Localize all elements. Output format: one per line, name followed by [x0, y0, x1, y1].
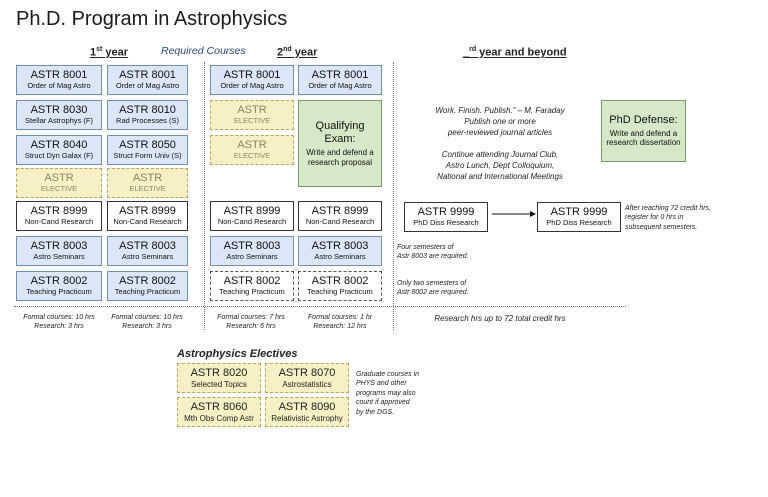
divider-year1-year2	[204, 62, 205, 330]
summary-year3: Research hrs up to 72 total credit hrs	[434, 314, 566, 323]
practicum-requirement-note: Only two semesters of Astr 8002 are requ…	[397, 280, 469, 297]
seminar-requirement-note: Four semesters of Astr 8003 are required…	[397, 244, 469, 261]
divider-year2-year3	[393, 62, 394, 330]
year2-header: 2nd year	[277, 46, 318, 59]
qualifying-exam-box: Qualifying Exam: Write and defend a rese…	[298, 100, 382, 187]
divider-summary	[14, 306, 626, 307]
credit-hours-note: After reaching 72 credit hrs, register f…	[625, 205, 711, 231]
phd-defense-box: PhD Defense: Write and defend a research…	[601, 100, 686, 162]
attendance-note: Continue attending Journal Club, Astro L…	[437, 150, 563, 182]
electives-note: Graduate courses in PHYS and other progr…	[356, 371, 420, 416]
year1-header: 1st year	[90, 46, 129, 59]
page-title: Ph.D. Program in Astrophysics	[16, 8, 288, 30]
year3-header: _rd year and beyond	[463, 46, 567, 59]
electives-title: Astrophysics Electives	[177, 348, 298, 360]
arrow-icon	[492, 211, 536, 217]
publish-note: Work. Finish. Publish.” – M. Faraday Pub…	[435, 106, 565, 138]
required-courses-label: Required Courses	[161, 45, 246, 57]
